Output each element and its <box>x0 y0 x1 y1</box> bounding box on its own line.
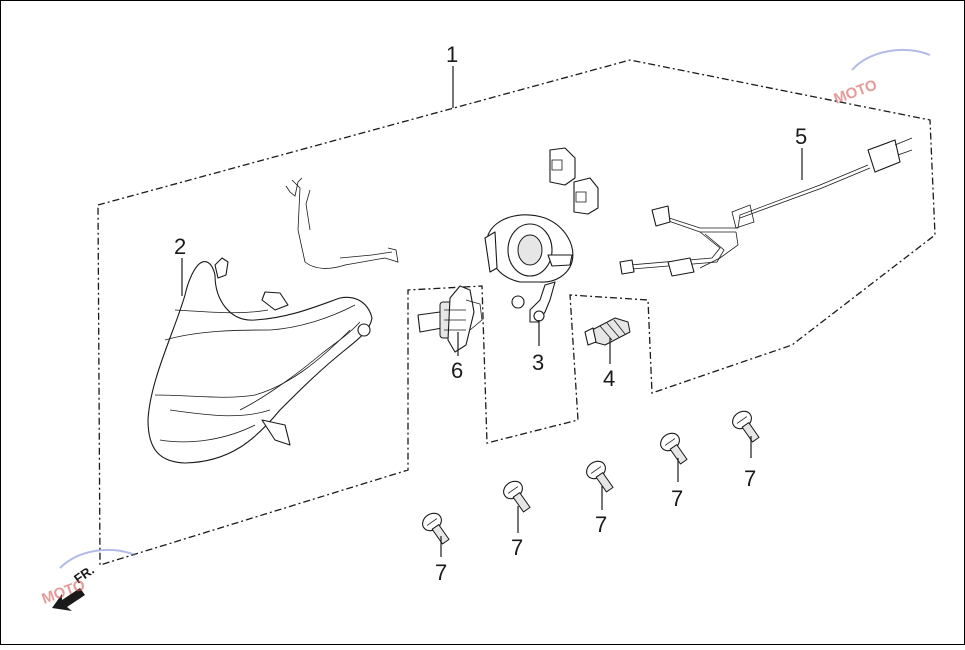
screw-5 <box>732 410 760 443</box>
watermark-top: MOTO <box>832 76 880 107</box>
screw-3 <box>586 460 614 493</box>
position-bulb <box>584 317 631 346</box>
callout-6: 6 <box>451 358 463 383</box>
watermark-logo-icon: MOTO <box>832 49 931 108</box>
screw-2 <box>503 480 531 513</box>
callout-2: 2 <box>174 234 186 259</box>
callout-1: 1 <box>446 42 458 67</box>
callout-5: 5 <box>795 124 807 149</box>
callout-7b: 7 <box>511 535 523 560</box>
callout-3: 3 <box>532 350 544 375</box>
screw-1 <box>422 512 450 545</box>
headlight-housing <box>147 257 373 464</box>
callout-7d: 7 <box>671 486 683 511</box>
small-clips <box>549 147 599 215</box>
assembly-outline <box>97 59 936 566</box>
bulb-cover <box>484 214 574 323</box>
headlight-bulb <box>417 285 483 353</box>
wire-spring-clip <box>285 177 399 269</box>
callout-7c: 7 <box>595 512 607 537</box>
callout-7e: 7 <box>744 466 756 491</box>
callout-7a: 7 <box>435 560 447 585</box>
wiring-harness <box>619 137 913 277</box>
callout-4: 4 <box>603 366 615 391</box>
screw-4 <box>660 432 688 465</box>
front-arrow-icon <box>52 588 85 611</box>
